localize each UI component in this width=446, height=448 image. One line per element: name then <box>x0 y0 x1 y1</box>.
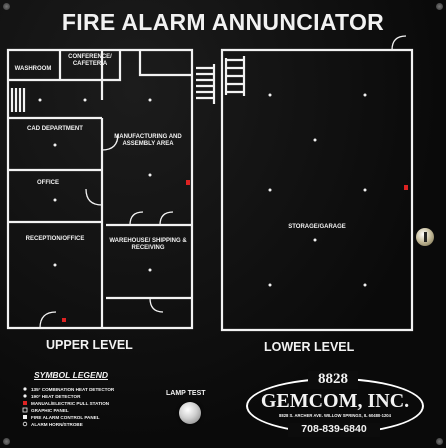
room-washroom: WASHROOM <box>14 66 52 72</box>
room-manufacturing: MANUFACTURING AND ASSEMBLY AREA <box>114 134 182 147</box>
logo-number: 8828 <box>308 371 358 389</box>
lamp-test-button[interactable] <box>179 402 201 424</box>
device-markers <box>38 93 367 287</box>
screw-icon <box>436 3 443 10</box>
company-address: 8828 S. ARCHER AVE. WILLOW SPRINGS, IL 6… <box>279 413 391 418</box>
screw-icon <box>3 3 10 10</box>
legend-item: FIRE ALARM CONTROL PANEL <box>31 415 100 420</box>
lower-level-label: LOWER LEVEL <box>264 340 355 354</box>
legend-item: MANUAL/ELECTRIC PULL STATION <box>31 401 110 406</box>
legend-item: 190° HEAT DETECTOR <box>31 394 81 399</box>
upper-stairs <box>10 64 216 112</box>
company-name: GEMCOM, INC. <box>260 390 410 412</box>
legend-item: ALARM HORN/STROBE <box>31 422 83 427</box>
panel-title: FIRE ALARM ANNUNCIATOR <box>61 9 385 35</box>
legend-item: 135° COMBINATION HEAT DETECTOR <box>31 387 115 392</box>
room-cad-department: CAD DEPARTMENT <box>27 126 83 132</box>
pull-stations <box>62 180 408 322</box>
room-office: OFFICE <box>37 180 59 186</box>
company-phone: 708-839-6840 <box>288 423 380 437</box>
upper-walls <box>8 50 192 328</box>
door-swings <box>39 133 174 329</box>
legend-item: GRAPHIC PANEL <box>31 408 69 413</box>
upper-level-outline <box>6 48 194 330</box>
upper-level-label: UPPER LEVEL <box>46 338 133 352</box>
key-lock-icon[interactable] <box>416 228 434 246</box>
room-storage: STORAGE/GARAGE <box>288 224 346 230</box>
lower-door <box>391 35 407 51</box>
lower-stairs <box>224 56 246 96</box>
lower-level-outline <box>220 48 414 332</box>
legend-title: SYMBOL LEGEND <box>34 370 108 380</box>
screw-icon <box>436 438 443 445</box>
room-conference: CONFERENCE/ CAFETERIA <box>68 54 112 67</box>
legend-symbols <box>22 387 28 427</box>
room-warehouse: WAREHOUSE/ SHIPPING & RECEIVING <box>109 238 187 251</box>
room-reception: RECEPTION/OFFICE <box>25 236 85 242</box>
lamp-test-label: LAMP TEST <box>166 390 206 397</box>
screw-icon <box>3 438 10 445</box>
